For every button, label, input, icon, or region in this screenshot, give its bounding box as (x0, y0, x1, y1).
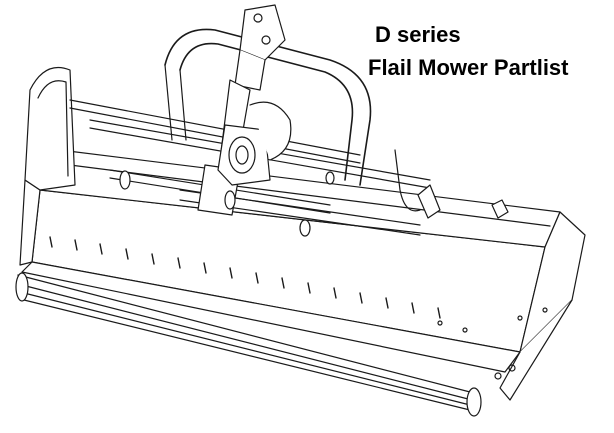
belt-cover (24, 66, 76, 191)
side-pin (394, 149, 509, 219)
rear-roller (15, 272, 482, 417)
top-link-bracket (234, 4, 286, 91)
document-title-series: D series (375, 22, 461, 47)
hitch-frame (164, 28, 372, 186)
flail-slots (49, 236, 441, 319)
shaft-collars (119, 170, 335, 237)
side-bolts (437, 307, 548, 380)
document-title-partlist: Flail Mower Partlist (368, 55, 569, 80)
mower-housing (19, 149, 586, 401)
gearbox (217, 101, 292, 186)
